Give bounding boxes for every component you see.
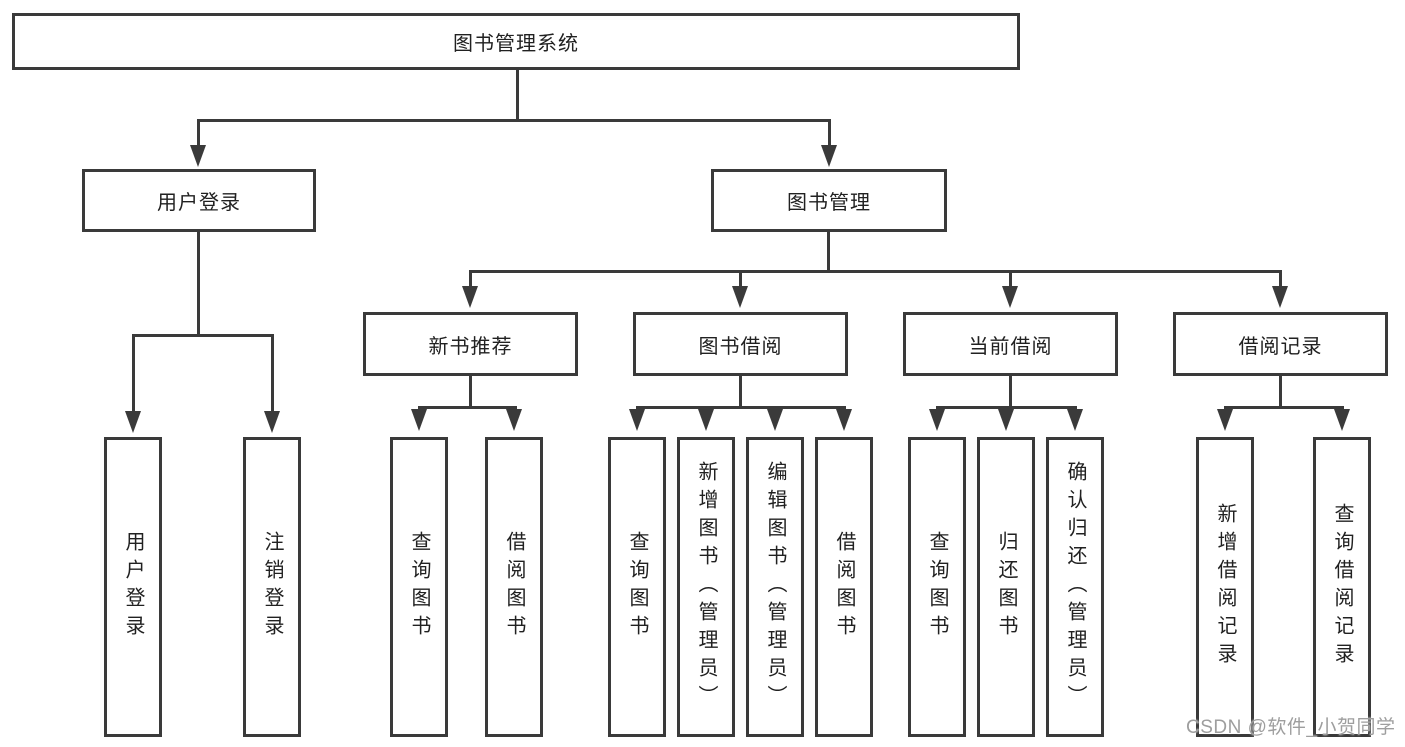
leaf-add-borrow-record: 新增借阅记录: [1196, 437, 1254, 737]
connector-root-split: [198, 119, 831, 122]
arrow-m2-leaf1: [629, 409, 645, 431]
node-book-management: 图书管理: [711, 169, 947, 232]
leaf-logout-label: 注销登录: [261, 531, 283, 643]
csdn-watermark: CSDN @软件_小贺同学: [1186, 717, 1396, 738]
node-user-login-label: 用户登录: [157, 192, 241, 214]
leaf-return-books-label: 归还图书: [995, 531, 1017, 643]
node-root-label: 图书管理系统: [453, 33, 579, 55]
arrow-m2-leaf4: [836, 409, 852, 431]
leaf-edit-books-admin: 编辑图书（管理员）: [746, 437, 804, 737]
node-new-book-recommend-label: 新书推荐: [428, 335, 513, 358]
node-new-book-recommend: 新书推荐: [363, 312, 578, 376]
node-user-login: 用户登录: [82, 169, 316, 232]
arrow-m1-leaf2: [506, 409, 522, 431]
arrow-to-leaf-login: [125, 411, 141, 433]
connector-root-stub: [516, 70, 519, 119]
leaf-add-borrow-record-label: 新增借阅记录: [1214, 503, 1236, 671]
leaf-recommend-borrow-books-label: 借阅图书: [503, 531, 525, 643]
connector-module3-stub: [1009, 376, 1012, 408]
arrow-m3-leaf3: [1067, 409, 1083, 431]
leaf-logout: 注销登录: [243, 437, 301, 737]
connector-module4-stub: [1279, 376, 1282, 408]
leaf-query-borrow-record: 查询借阅记录: [1313, 437, 1371, 737]
arrow-to-new-book-recommend: [462, 286, 478, 308]
connector-module2-stem: [739, 270, 742, 288]
arrow-to-leaf-logout: [264, 411, 280, 433]
arrow-m4-leaf2: [1334, 409, 1350, 431]
leaf-confirm-return-admin-label: 确认归还（管理员）: [1064, 461, 1086, 713]
arrow-m3-leaf2: [998, 409, 1014, 431]
node-current-borrow-label: 当前借阅: [968, 335, 1053, 358]
connector-module4-stem: [1279, 270, 1282, 288]
connector-userlogin-stub: [197, 232, 200, 336]
arrow-m1-leaf1: [411, 409, 427, 431]
leaf-recommend-query-books: 查询图书: [390, 437, 448, 737]
leaf-add-books-admin: 新增图书（管理员）: [677, 437, 735, 737]
node-book-management-label: 图书管理: [787, 192, 871, 214]
node-borrow-records-label: 借阅记录: [1238, 335, 1323, 358]
leaf-return-books: 归还图书: [977, 437, 1035, 737]
arrow-to-book-borrow: [732, 286, 748, 308]
connector-userlogin-split: [132, 334, 274, 337]
connector-leaf-login-stem: [132, 334, 135, 411]
connector-bookmgmt-stub: [827, 232, 830, 272]
connector-module3-stem: [1009, 270, 1012, 288]
node-root: 图书管理系统: [12, 13, 1020, 70]
arrow-m4-leaf1: [1217, 409, 1233, 431]
connector-module1-stem: [469, 270, 472, 288]
connector-module1-stub: [469, 376, 472, 408]
arrow-m3-leaf1: [929, 409, 945, 431]
connector-module2-split: [636, 406, 846, 409]
connector-module4-split: [1224, 406, 1344, 409]
leaf-borrow-query-books: 查询图书: [608, 437, 666, 737]
leaf-user-login: 用户登录: [104, 437, 162, 737]
leaf-query-borrow-record-label: 查询借阅记录: [1331, 503, 1353, 671]
arrow-m2-leaf2: [698, 409, 714, 431]
node-book-borrow-label: 图书借阅: [698, 335, 783, 358]
node-book-borrow: 图书借阅: [633, 312, 848, 376]
leaf-borrow-books: 借阅图书: [815, 437, 873, 737]
leaf-recommend-borrow-books: 借阅图书: [485, 437, 543, 737]
leaf-recommend-query-books-label: 查询图书: [408, 531, 430, 643]
connector-modules-split: [469, 270, 1282, 273]
leaf-current-query-books: 查询图书: [908, 437, 966, 737]
arrow-to-book-management: [821, 145, 837, 167]
connector-leaf-logout-stem: [271, 334, 274, 411]
node-borrow-records: 借阅记录: [1173, 312, 1388, 376]
connector-module3-split: [936, 406, 1077, 409]
leaf-edit-books-admin-label: 编辑图书（管理员）: [764, 461, 786, 713]
leaf-borrow-books-label: 借阅图书: [833, 531, 855, 643]
arrow-to-user-login: [190, 145, 206, 167]
connector-bookmgmt-stem: [828, 119, 831, 147]
leaf-borrow-query-books-label: 查询图书: [626, 531, 648, 643]
connector-module2-stub: [739, 376, 742, 408]
node-current-borrow: 当前借阅: [903, 312, 1118, 376]
leaf-user-login-label: 用户登录: [122, 531, 144, 643]
arrow-m2-leaf3: [767, 409, 783, 431]
leaf-add-books-admin-label: 新增图书（管理员）: [695, 461, 717, 713]
leaf-confirm-return-admin: 确认归还（管理员）: [1046, 437, 1104, 737]
arrow-to-current-borrow: [1002, 286, 1018, 308]
connector-userlogin-stem: [197, 119, 200, 147]
arrow-to-borrow-records: [1272, 286, 1288, 308]
leaf-current-query-books-label: 查询图书: [926, 531, 948, 643]
connector-module1-split: [418, 406, 517, 409]
